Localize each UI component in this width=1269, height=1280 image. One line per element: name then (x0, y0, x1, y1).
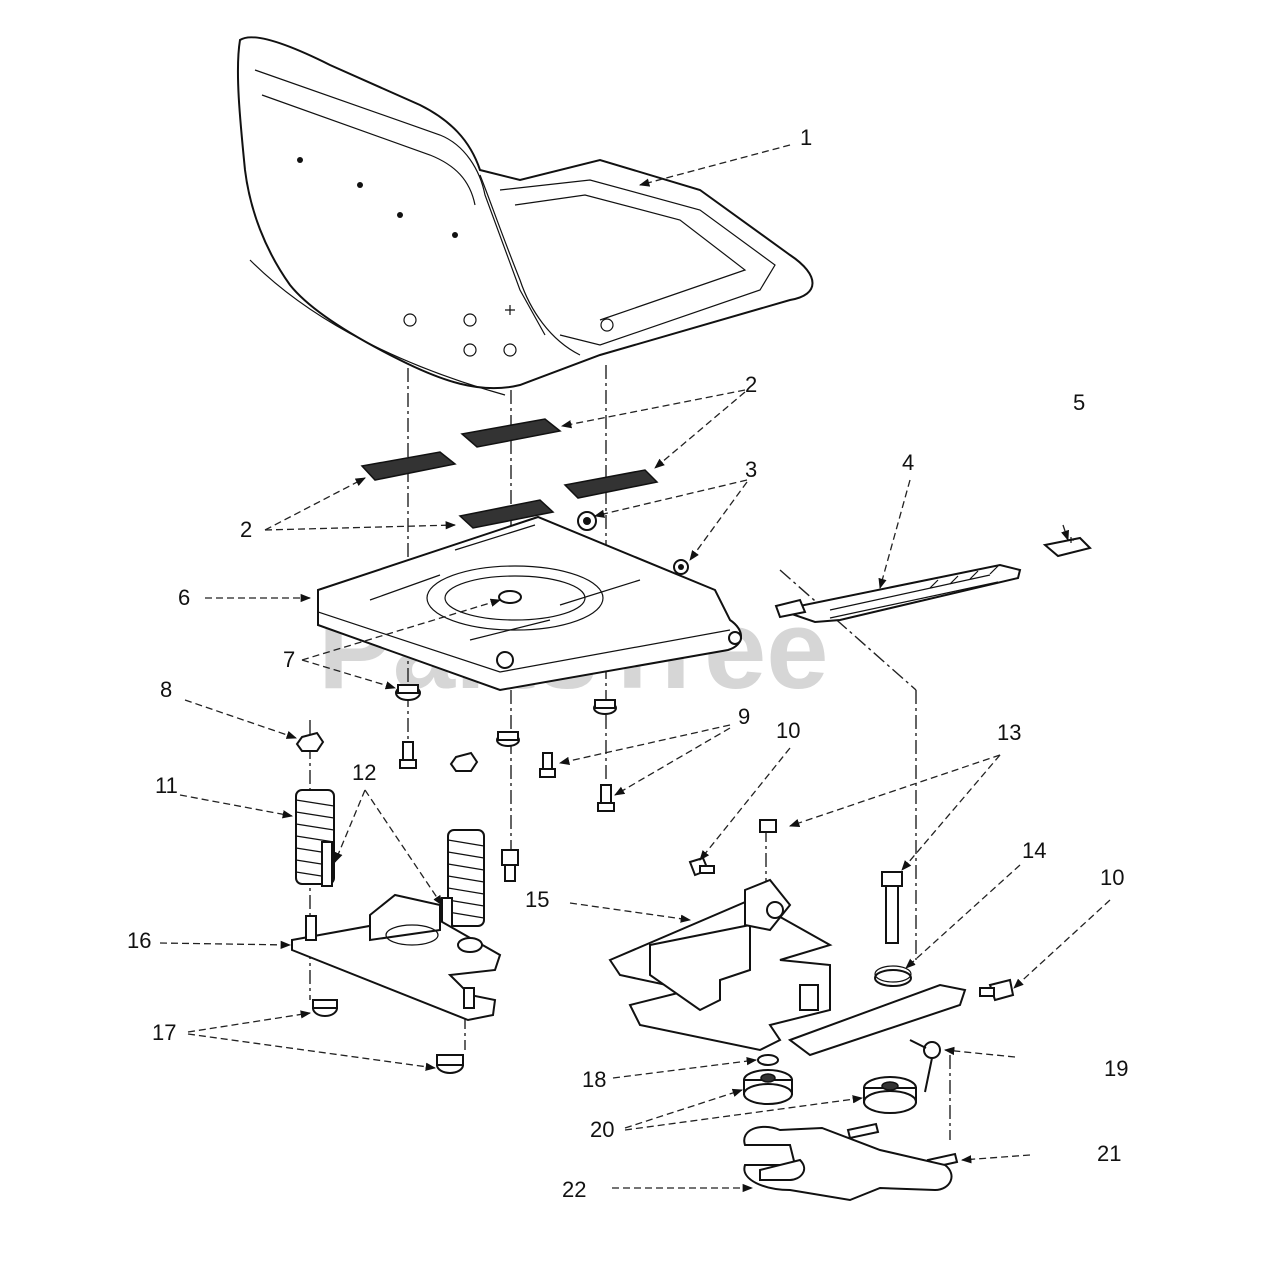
nuts-17[interactable] (312, 999, 464, 1074)
bolts-10[interactable] (688, 856, 1015, 1002)
nuts-3[interactable] (577, 511, 689, 575)
bolts-9[interactable] (399, 741, 615, 882)
suspension-bracket[interactable] (608, 878, 967, 1057)
callout-4: 4 (902, 450, 914, 475)
lower-bracket[interactable] (291, 893, 502, 1022)
callout-8: 8 (160, 677, 172, 702)
callout-20: 20 (590, 1117, 614, 1142)
callout-15: 15 (525, 887, 549, 912)
callout-21: 21 (1097, 1141, 1121, 1166)
washer-14[interactable] (874, 965, 912, 987)
callout-17: 17 (152, 1020, 176, 1045)
callout-12: 12 (352, 760, 376, 785)
nut-8[interactable] (295, 731, 479, 772)
flange-nuts-7[interactable] (395, 590, 617, 747)
callout-3: 3 (745, 457, 757, 482)
callout-19: 19 (1104, 1056, 1128, 1081)
callout-9: 9 (738, 704, 750, 729)
callout-10a: 10 (776, 718, 800, 743)
callout-10b: 10 (1100, 865, 1124, 890)
spring-clip[interactable] (909, 1039, 941, 1093)
callout-5: 5 (1073, 390, 1085, 415)
seat-mount-plate[interactable] (317, 515, 742, 692)
callout-7: 7 (283, 647, 295, 672)
callout-18: 18 (582, 1067, 606, 1092)
callout-16: 16 (127, 928, 151, 953)
callout-6: 6 (178, 585, 190, 610)
callout-22: 22 (562, 1177, 586, 1202)
callout-numbers: 1 2 2 2 3 4 5 6 7 8 9 10 10 11 12 13 14 … (127, 125, 1128, 1202)
callout-13: 13 (997, 720, 1021, 745)
callout-1: 1 (800, 125, 812, 150)
seat-rod[interactable] (743, 1125, 953, 1202)
callout-14: 14 (1022, 838, 1046, 863)
leader-lines (159, 144, 1111, 1193)
callout-11: 11 (155, 773, 178, 798)
slide-pads[interactable] (360, 418, 659, 529)
callout-2b: 2 (240, 517, 252, 542)
bushings[interactable] (743, 1054, 917, 1114)
slide-rail[interactable] (774, 563, 1022, 624)
seat[interactable] (236, 36, 814, 396)
bolts-13[interactable] (759, 819, 903, 944)
callout-2a: 2 (745, 372, 757, 397)
